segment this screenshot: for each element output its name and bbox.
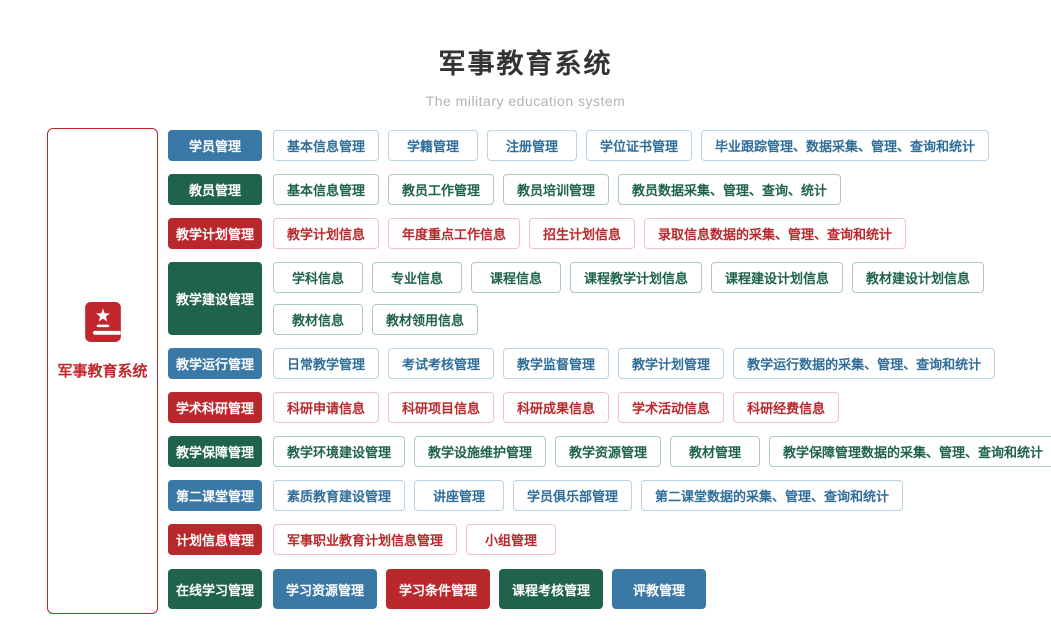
module-line: 日常教学管理考试考核管理教学监督管理教学计划管理教学运行数据的采集、管理、查询和… [273,348,996,379]
module-button[interactable]: 教材管理 [670,436,761,467]
module-button[interactable]: 教员数据采集、管理、查询、统计 [618,174,842,205]
module-lines: 素质教育建设管理讲座管理学员俱乐部管理第二课堂数据的采集、管理、查询和统计 [273,480,904,511]
module-line: 学科信息专业信息课程信息课程教学计划信息课程建设计划信息教材建设计划信息 [273,262,985,293]
module-line: 基本信息管理教员工作管理教员培训管理教员数据采集、管理、查询、统计 [273,174,842,205]
module-button[interactable]: 教学资源管理 [555,436,662,467]
page-title: 军事教育系统 [438,49,613,79]
module-button[interactable]: 课程建设计划信息 [711,262,844,293]
module-lines: 教学环境建设管理教学设施维护管理教学资源管理教材管理教学保障管理数据的采集、管理… [273,436,1051,467]
module-button[interactable]: 军事职业教育计划信息管理 [273,524,458,555]
module-button[interactable]: 专业信息 [372,262,462,293]
module-row: 教学运行管理日常教学管理考试考核管理教学监督管理教学计划管理教学运行数据的采集、… [168,348,1051,379]
module-button[interactable]: 教学保障管理数据的采集、管理、查询和统计 [769,436,1051,467]
module-button[interactable]: 教学环境建设管理 [273,436,406,467]
module-row: 教学建设管理学科信息专业信息课程信息课程教学计划信息课程建设计划信息教材建设计划… [168,262,1051,335]
module-button[interactable]: 第二课堂数据的采集、管理、查询和统计 [641,480,904,511]
module-button[interactable]: 教材信息 [273,304,363,335]
category-button[interactable]: 在线学习管理 [168,569,262,609]
module-line: 军事职业教育计划信息管理小组管理 [273,524,557,555]
module-button[interactable]: 学习条件管理 [386,569,491,609]
category-button[interactable]: 学员管理 [168,130,262,161]
module-button[interactable]: 课程考核管理 [499,569,604,609]
module-button[interactable]: 教学设施维护管理 [414,436,547,467]
category-button[interactable]: 教学运行管理 [168,348,262,379]
module-button[interactable]: 录取信息数据的采集、管理、查询和统计 [644,218,907,249]
module-row: 学员管理基本信息管理学籍管理注册管理学位证书管理毕业跟踪管理、数据采集、管理、查… [168,130,1051,161]
module-row: 教员管理基本信息管理教员工作管理教员培训管理教员数据采集、管理、查询、统计 [168,174,1051,205]
module-button[interactable]: 学科信息 [273,262,363,293]
module-row: 学术科研管理科研申请信息科研项目信息科研成果信息学术活动信息科研经费信息 [168,392,1051,423]
module-button[interactable]: 小组管理 [466,524,557,555]
module-button[interactable]: 学籍管理 [388,130,479,161]
module-button[interactable]: 基本信息管理 [273,174,380,205]
root-label: 军事教育系统 [57,363,148,380]
module-button[interactable]: 讲座管理 [414,480,505,511]
module-button[interactable]: 年度重点工作信息 [388,218,521,249]
category-button[interactable]: 学术科研管理 [168,392,262,423]
module-button[interactable]: 科研项目信息 [388,392,495,423]
category-button[interactable]: 教学建设管理 [168,262,262,335]
category-button[interactable]: 计划信息管理 [168,524,262,555]
category-button[interactable]: 教学计划管理 [168,218,262,249]
module-button[interactable]: 评教管理 [612,569,707,609]
module-row: 第二课堂管理素质教育建设管理讲座管理学员俱乐部管理第二课堂数据的采集、管理、查询… [168,480,1051,511]
module-row: 在线学习管理学习资源管理学习条件管理课程考核管理评教管理 [168,569,1051,609]
module-button[interactable]: 学习资源管理 [273,569,378,609]
module-lines: 教学计划信息年度重点工作信息招生计划信息录取信息数据的采集、管理、查询和统计 [273,218,907,249]
module-button[interactable]: 素质教育建设管理 [273,480,406,511]
module-lines: 学习资源管理学习条件管理课程考核管理评教管理 [273,569,707,609]
module-lines: 军事职业教育计划信息管理小组管理 [273,524,557,555]
root-node[interactable]: 军事教育系统 [47,128,158,614]
page-header: 军事教育系统 The military education system [0,0,1051,109]
module-button[interactable]: 教学计划管理 [618,348,725,379]
category-button[interactable]: 教员管理 [168,174,262,205]
module-button[interactable]: 教学计划信息 [273,218,380,249]
module-line: 基本信息管理学籍管理注册管理学位证书管理毕业跟踪管理、数据采集、管理、查询和统计 [273,130,990,161]
module-rows: 学员管理基本信息管理学籍管理注册管理学位证书管理毕业跟踪管理、数据采集、管理、查… [168,130,1051,609]
module-lines: 日常教学管理考试考核管理教学监督管理教学计划管理教学运行数据的采集、管理、查询和… [273,348,996,379]
module-line: 教学计划信息年度重点工作信息招生计划信息录取信息数据的采集、管理、查询和统计 [273,218,907,249]
module-row: 教学保障管理教学环境建设管理教学设施维护管理教学资源管理教材管理教学保障管理数据… [168,436,1051,467]
module-button[interactable]: 教员工作管理 [388,174,495,205]
module-button[interactable]: 学位证书管理 [586,130,693,161]
category-button[interactable]: 教学保障管理 [168,436,262,467]
module-line: 素质教育建设管理讲座管理学员俱乐部管理第二课堂数据的采集、管理、查询和统计 [273,480,904,511]
module-button[interactable]: 学员俱乐部管理 [513,480,633,511]
module-line: 教学环境建设管理教学设施维护管理教学资源管理教材管理教学保障管理数据的采集、管理… [273,436,1051,467]
module-button[interactable]: 科研经费信息 [733,392,840,423]
module-button[interactable]: 教学监督管理 [503,348,610,379]
module-button[interactable]: 注册管理 [487,130,578,161]
page-subtitle: The military education system [425,93,626,109]
module-row: 教学计划管理教学计划信息年度重点工作信息招生计划信息录取信息数据的采集、管理、查… [168,218,1051,249]
module-lines: 基本信息管理教员工作管理教员培训管理教员数据采集、管理、查询、统计 [273,174,842,205]
module-row: 计划信息管理军事职业教育计划信息管理小组管理 [168,524,1051,555]
module-button[interactable]: 毕业跟踪管理、数据采集、管理、查询和统计 [701,130,990,161]
module-button[interactable]: 招生计划信息 [529,218,636,249]
book-star-icon [82,301,124,348]
module-lines: 基本信息管理学籍管理注册管理学位证书管理毕业跟踪管理、数据采集、管理、查询和统计 [273,130,990,161]
module-lines: 科研申请信息科研项目信息科研成果信息学术活动信息科研经费信息 [273,392,840,423]
module-button[interactable]: 日常教学管理 [273,348,380,379]
module-button[interactable]: 学术活动信息 [618,392,725,423]
module-button[interactable]: 基本信息管理 [273,130,380,161]
module-line: 学习资源管理学习条件管理课程考核管理评教管理 [273,569,707,609]
module-line: 科研申请信息科研项目信息科研成果信息学术活动信息科研经费信息 [273,392,840,423]
module-button[interactable]: 教材领用信息 [372,304,479,335]
module-button[interactable]: 教员培训管理 [503,174,610,205]
module-button[interactable]: 科研成果信息 [503,392,610,423]
category-button[interactable]: 第二课堂管理 [168,480,262,511]
module-button[interactable]: 教学运行数据的采集、管理、查询和统计 [733,348,996,379]
module-button[interactable]: 课程教学计划信息 [570,262,703,293]
module-button[interactable]: 科研申请信息 [273,392,380,423]
module-lines: 学科信息专业信息课程信息课程教学计划信息课程建设计划信息教材建设计划信息教材信息… [273,262,985,335]
module-button[interactable]: 教材建设计划信息 [852,262,985,293]
module-line: 教材信息教材领用信息 [273,304,984,335]
module-button[interactable]: 考试考核管理 [388,348,495,379]
module-button[interactable]: 课程信息 [471,262,561,293]
